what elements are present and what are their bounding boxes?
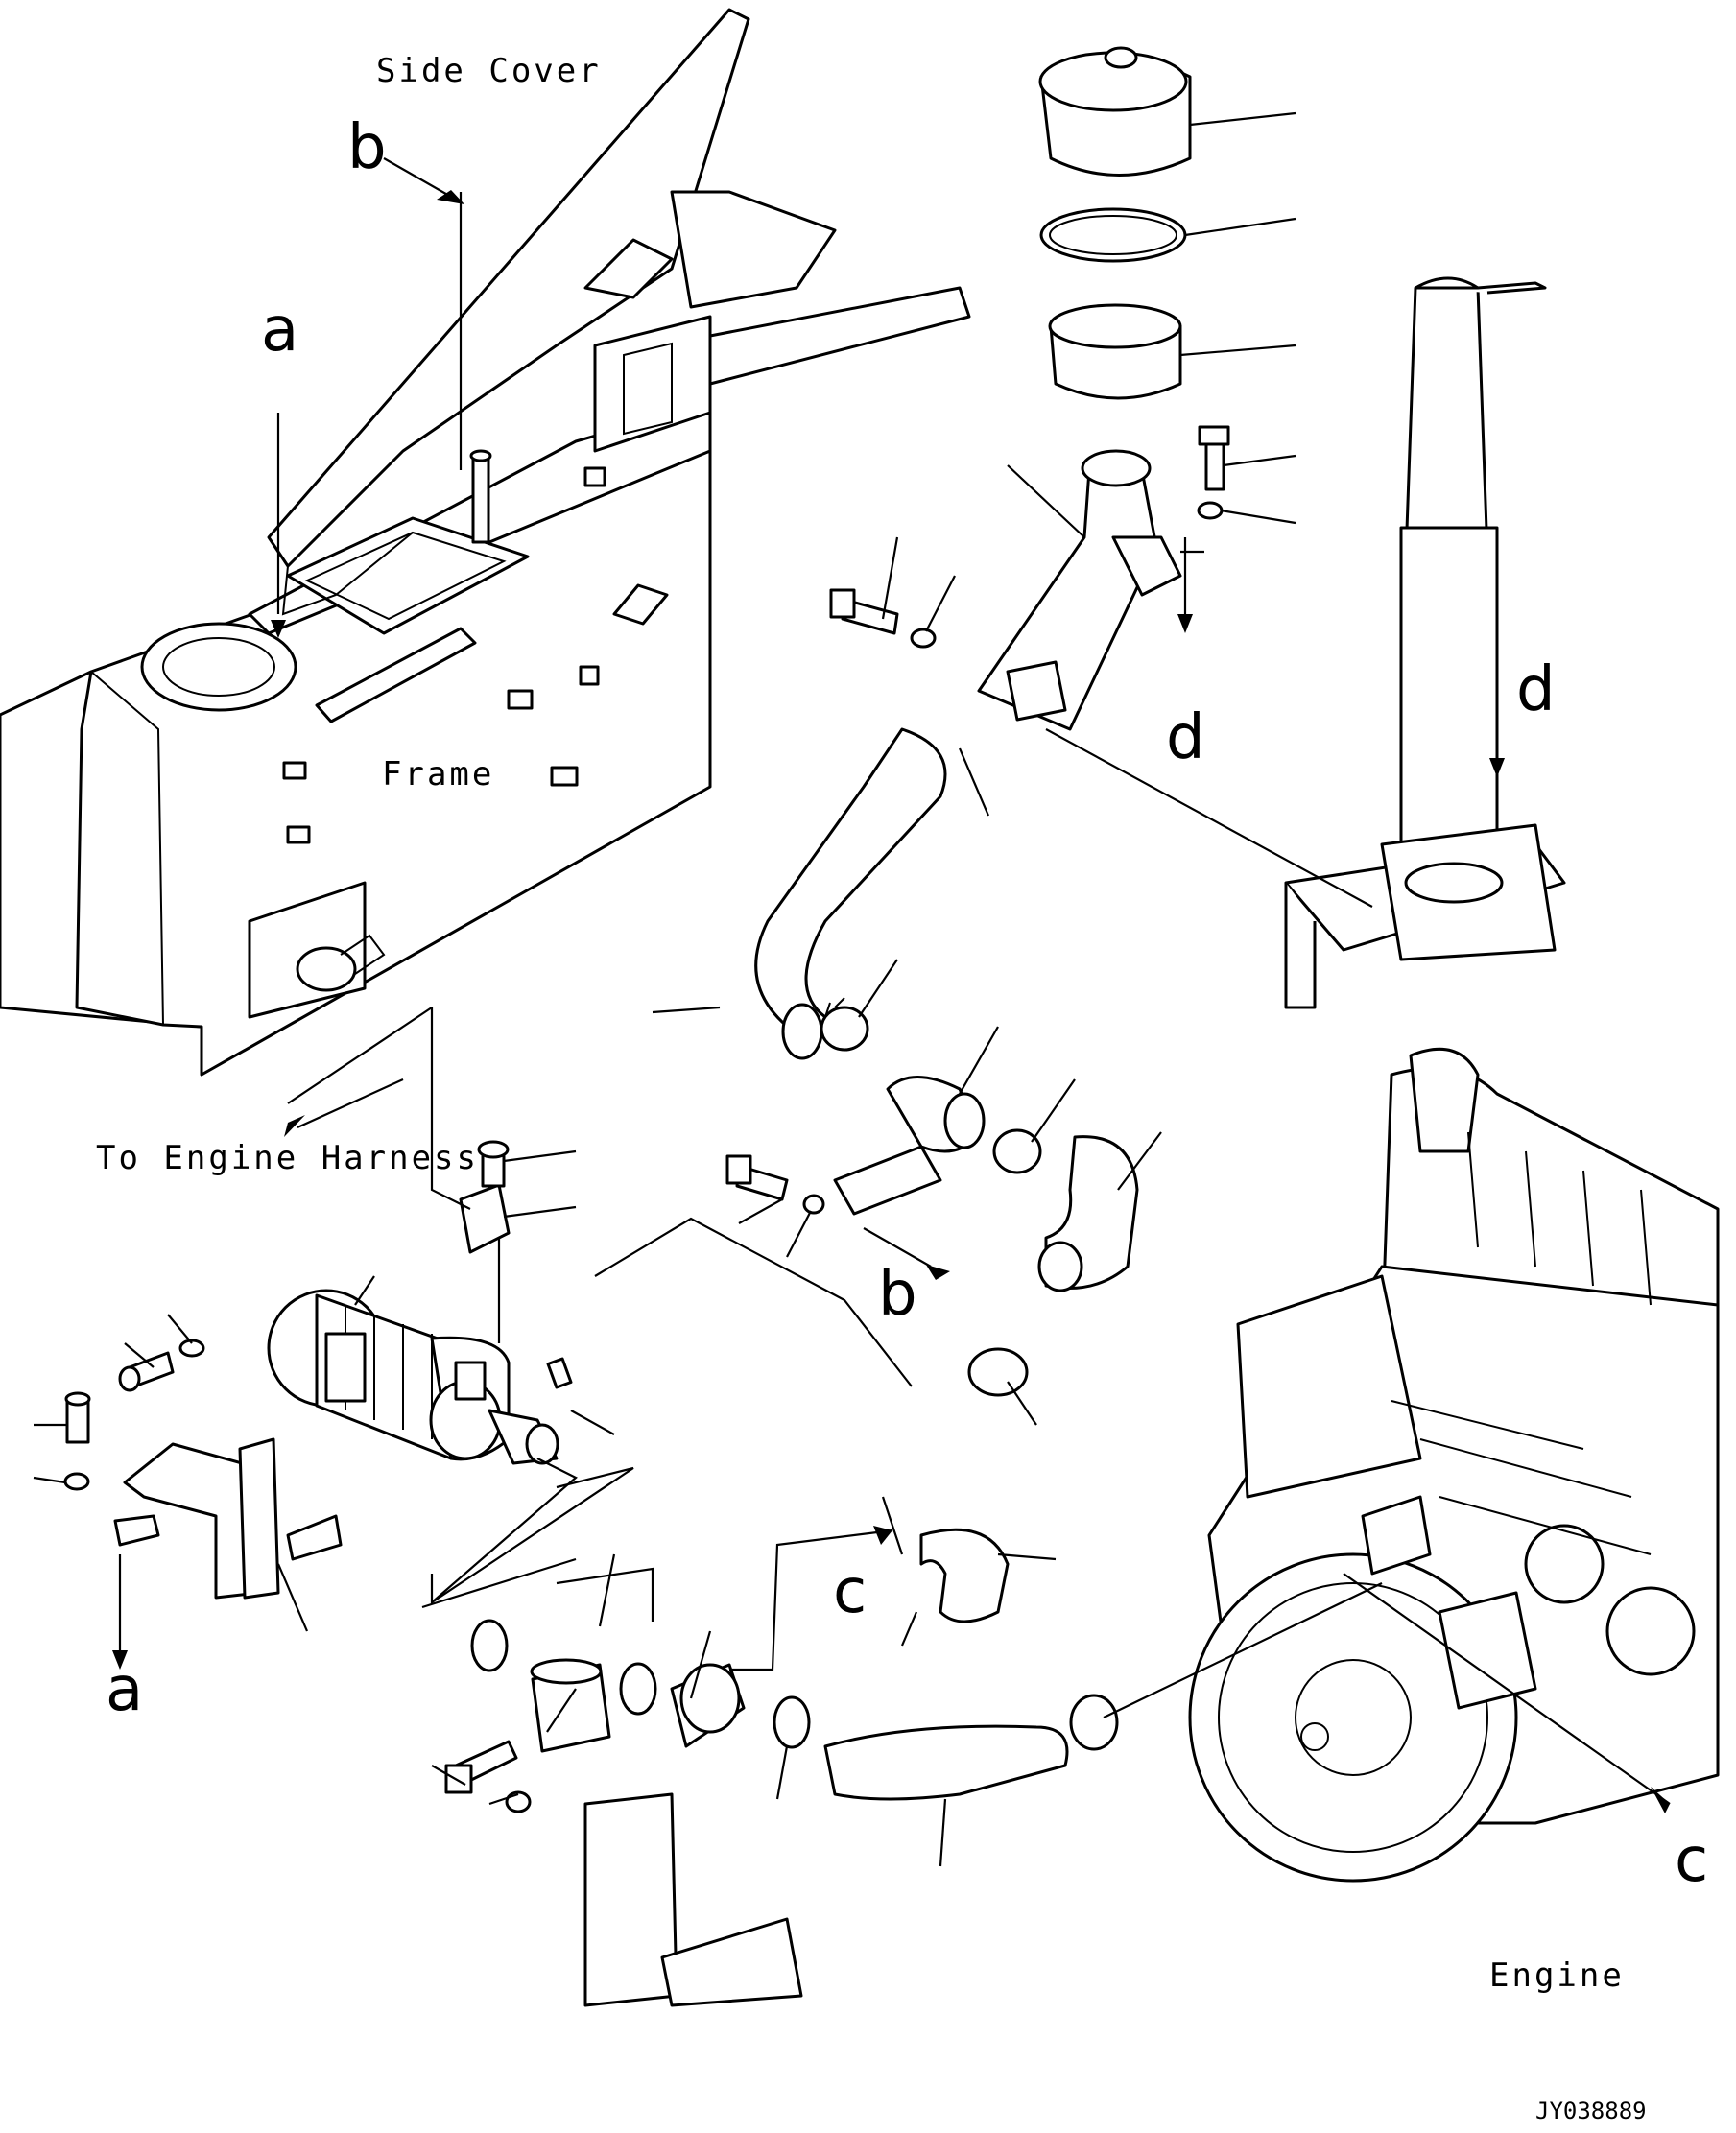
- intake-pipe: [977, 449, 1182, 731]
- ref-letter-d-left: d: [1166, 702, 1205, 773]
- drawing-id-label: JY038889: [1535, 2097, 1647, 2124]
- leader-lines: [33, 111, 1671, 1867]
- rubber-hose-upper: [754, 727, 947, 1060]
- lower-intake-pipes: [530, 1528, 1069, 2007]
- bolts-and-washers: [444, 425, 1230, 1813]
- side-cover: [267, 8, 971, 616]
- frame-label: Frame: [382, 755, 494, 794]
- precleaner-cap: [1038, 46, 1192, 400]
- ref-letter-d-right: d: [1516, 654, 1556, 725]
- ref-letter-b-top: b: [347, 112, 387, 183]
- ref-letter-a-bottom: a: [106, 1654, 143, 1725]
- arrowheads: [112, 190, 1670, 1813]
- engine: [1188, 1047, 1720, 1883]
- side-cover-label: Side Cover: [376, 52, 602, 90]
- frame-assembly: [0, 401, 712, 1077]
- ref-letter-c-right: c: [1675, 1825, 1708, 1896]
- pipe-with-bracket: [833, 1076, 986, 1216]
- ref-letter-c-left: c: [833, 1556, 867, 1627]
- engine-label: Engine: [1489, 1956, 1625, 1995]
- ref-letter-b-bottom: b: [878, 1259, 917, 1330]
- to-engine-harness-label: To Engine Harness: [96, 1139, 479, 1177]
- sensor: [459, 1140, 573, 1389]
- ref-letter-a-top: a: [261, 295, 298, 366]
- hose-clamps: [470, 1006, 1119, 1751]
- bracket-bolts: [63, 1339, 205, 1491]
- air-cleaner-bracket: [113, 1437, 343, 1600]
- air-cleaner: [267, 1289, 559, 1465]
- rubber-hose-right: [1037, 1135, 1139, 1292]
- exhaust-stack: [1284, 276, 1566, 1009]
